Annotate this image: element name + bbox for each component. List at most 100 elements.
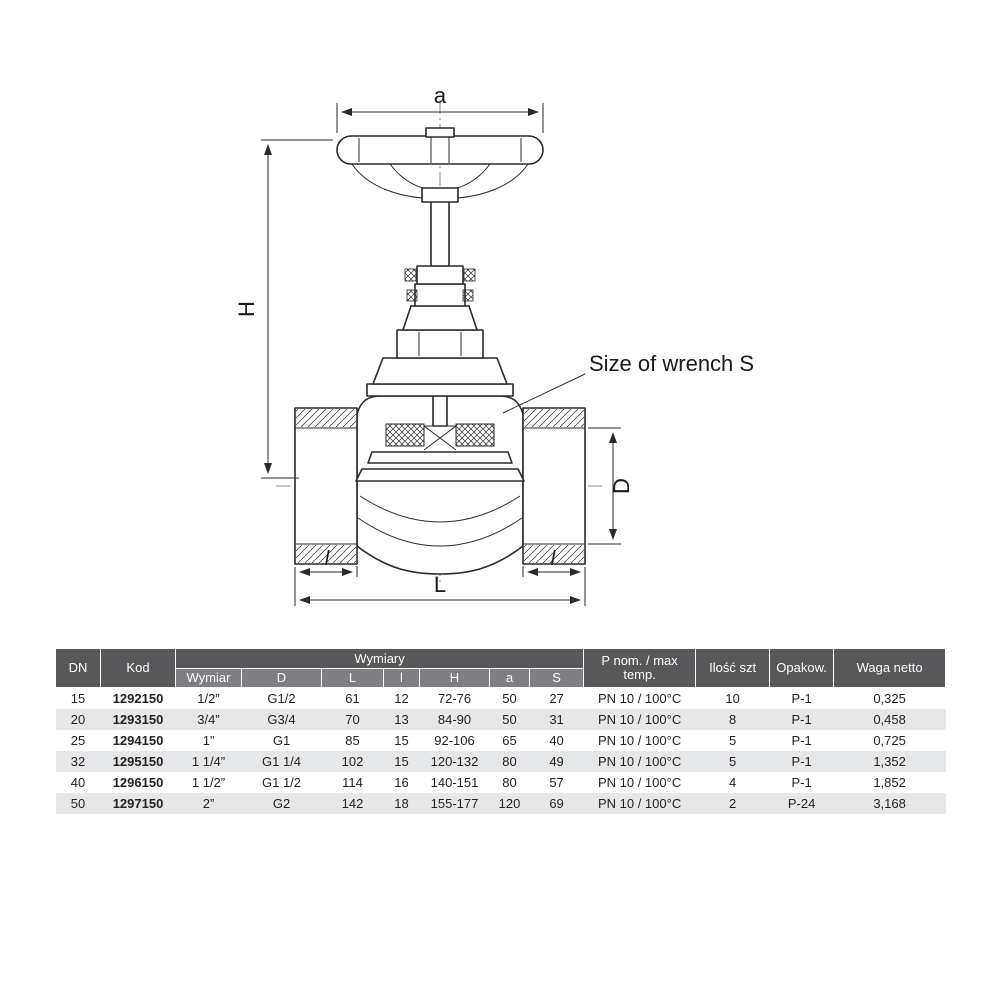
table-cell: 1294150 (112, 733, 164, 748)
table-cell: PN 10 / 100°C (597, 775, 682, 790)
wrench-hex (396, 329, 484, 359)
table-cell: 32 (70, 754, 86, 769)
table-cell: 16 (394, 775, 409, 790)
table-cell: 114 (342, 775, 363, 790)
table-cell: G1 1/2 (261, 775, 302, 790)
wrench-size-callout: Size of wrench S (502, 351, 754, 414)
table-cell: 120-132 (430, 754, 479, 769)
table-cell: 12 (394, 691, 409, 706)
table-cell: 1297150 (112, 796, 164, 811)
table-cell: 13 (394, 712, 409, 727)
table-cell: 65 (502, 733, 517, 748)
col-header-dn: DN (55, 648, 101, 688)
dim-label-l-left: l (325, 548, 330, 570)
table-cell: 2 (728, 796, 737, 811)
subheader-s: S (528, 668, 585, 688)
table-cell: P-1 (791, 691, 812, 706)
subheader-wymiar: Wymiar (175, 668, 242, 688)
table-cell: 40 (549, 733, 564, 748)
table-cell: 1,852 (873, 775, 906, 790)
wrench-size-label: Size of wrench S (589, 351, 754, 376)
table-cell: P-1 (791, 754, 812, 769)
table-cell: 1295150 (112, 754, 164, 769)
dimension-H: H (234, 139, 333, 479)
bonnet-stem-assembly (366, 199, 514, 427)
table-cell: 5 (728, 754, 737, 769)
table-cell: P-24 (787, 796, 816, 811)
table-cell: 15 (394, 733, 409, 748)
table-cell: 5 (728, 733, 737, 748)
table-cell: 0,458 (873, 712, 906, 727)
table-cell: 70 (345, 712, 360, 727)
col-header-pnom: P nom. / max temp. (583, 648, 697, 688)
table-cell: 85 (345, 733, 360, 748)
table-cell: 1/2” (197, 691, 220, 706)
table-cell: PN 10 / 100°C (597, 796, 682, 811)
subheader-l-low: l (383, 668, 420, 688)
col-header-waga: Waga netto (833, 648, 947, 688)
table-cell: 27 (549, 691, 564, 706)
table-cell: G1/2 (267, 691, 296, 706)
table-cell: 1 1/4” (191, 754, 226, 769)
table-cell: 69 (549, 796, 564, 811)
table-cell: 61 (345, 691, 360, 706)
table-cell: 0,325 (873, 691, 906, 706)
table-cell: 120 (498, 796, 521, 811)
table-cell: 155-177 (430, 796, 479, 811)
table-cell: 57 (549, 775, 564, 790)
dimension-l-right: l (522, 548, 581, 577)
table-cell: 4 (728, 775, 737, 790)
spec-table: DN Kod Wymiary P nom. / max temp. Ilość … (55, 648, 947, 814)
table-cell: 20 (70, 712, 86, 727)
table-cell: 102 (341, 754, 364, 769)
table-cell: 50 (502, 712, 517, 727)
table-row: 25 1294150 1” G1 85 15 92-106 65 40 PN 10 / 100°C… (56, 730, 946, 751)
dimension-a: a (336, 83, 544, 133)
table-cell: P-1 (791, 733, 812, 748)
table-cell: PN 10 / 100°C (597, 691, 682, 706)
table-cell: G3/4 (267, 712, 296, 727)
valve-body (294, 395, 586, 575)
table-cell: 40 (70, 775, 86, 790)
table-cell: 140-151 (430, 775, 479, 790)
dim-label-a: a (434, 83, 447, 108)
subheader-a: a (489, 668, 530, 688)
subheader-d: D (241, 668, 322, 688)
dim-label-D: D (609, 478, 634, 494)
dimension-l-left: l (299, 548, 358, 577)
col-header-kod: Kod (100, 648, 176, 688)
table-cell: 25 (70, 733, 86, 748)
dimension-L: L (294, 567, 586, 606)
table-cell: 10 (725, 691, 740, 706)
dimension-D: D (588, 427, 634, 545)
table-cell: 80 (502, 775, 517, 790)
subheader-h: H (419, 668, 490, 688)
table-cell: 1” (202, 733, 215, 748)
table-cell: 92-106 (434, 733, 475, 748)
table-cell: P-1 (791, 712, 812, 727)
col-header-wymiary: Wymiary (174, 648, 585, 669)
dim-label-H: H (234, 301, 259, 317)
table-cell: PN 10 / 100°C (597, 733, 682, 748)
table-cell: G1 1/4 (261, 754, 302, 769)
table-cell: 31 (549, 712, 564, 727)
table-cell: 15 (394, 754, 409, 769)
table-cell: G1 (272, 733, 291, 748)
table-cell: 3,168 (873, 796, 906, 811)
dim-label-l-right: l (551, 548, 556, 570)
table-cell: 1292150 (112, 691, 164, 706)
table-cell: 1,352 (873, 754, 906, 769)
table-cell: 1296150 (112, 775, 164, 790)
table-cell: PN 10 / 100°C (597, 754, 682, 769)
table-cell: 0,725 (873, 733, 906, 748)
left-port (294, 407, 358, 565)
table-cell: P-1 (791, 775, 812, 790)
subheader-l-cap: L (321, 668, 384, 688)
handwheel (336, 127, 544, 203)
table-cell: PN 10 / 100°C (597, 712, 682, 727)
